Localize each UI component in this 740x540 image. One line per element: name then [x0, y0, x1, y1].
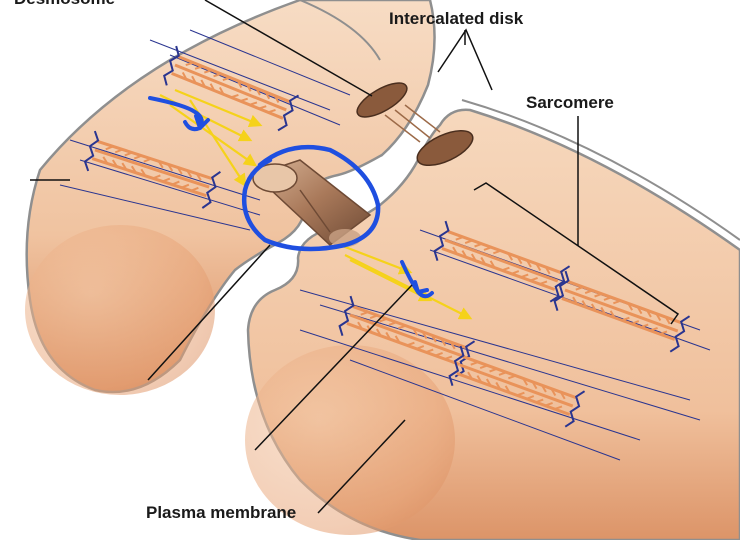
plasma-membrane-label: Plasma membrane [146, 503, 296, 522]
leader-lines [30, 0, 680, 514]
desmosome-plaque-top [356, 82, 408, 118]
blue-annotation-circle [241, 144, 381, 252]
desmosome-plaque-bottom [416, 129, 474, 167]
blue-hand-drawn-arrow-icon [400, 260, 434, 299]
intercalated-disk-label: Intercalated disk [389, 9, 524, 28]
desmosome-filaments [384, 104, 441, 143]
left-myofilaments [59, 29, 351, 231]
right-cell-cut-end [245, 345, 455, 535]
left-cell-cut-end [25, 225, 215, 395]
gap-junction-channel [252, 159, 372, 247]
left-membrane-edge [299, 0, 381, 61]
desmosome-label: Desmosome [14, 0, 115, 8]
blue-hand-drawn-arrow-icon [148, 96, 210, 132]
sarcomere-label: Sarcomere [526, 93, 614, 112]
right-membrane-edge [461, 99, 740, 241]
